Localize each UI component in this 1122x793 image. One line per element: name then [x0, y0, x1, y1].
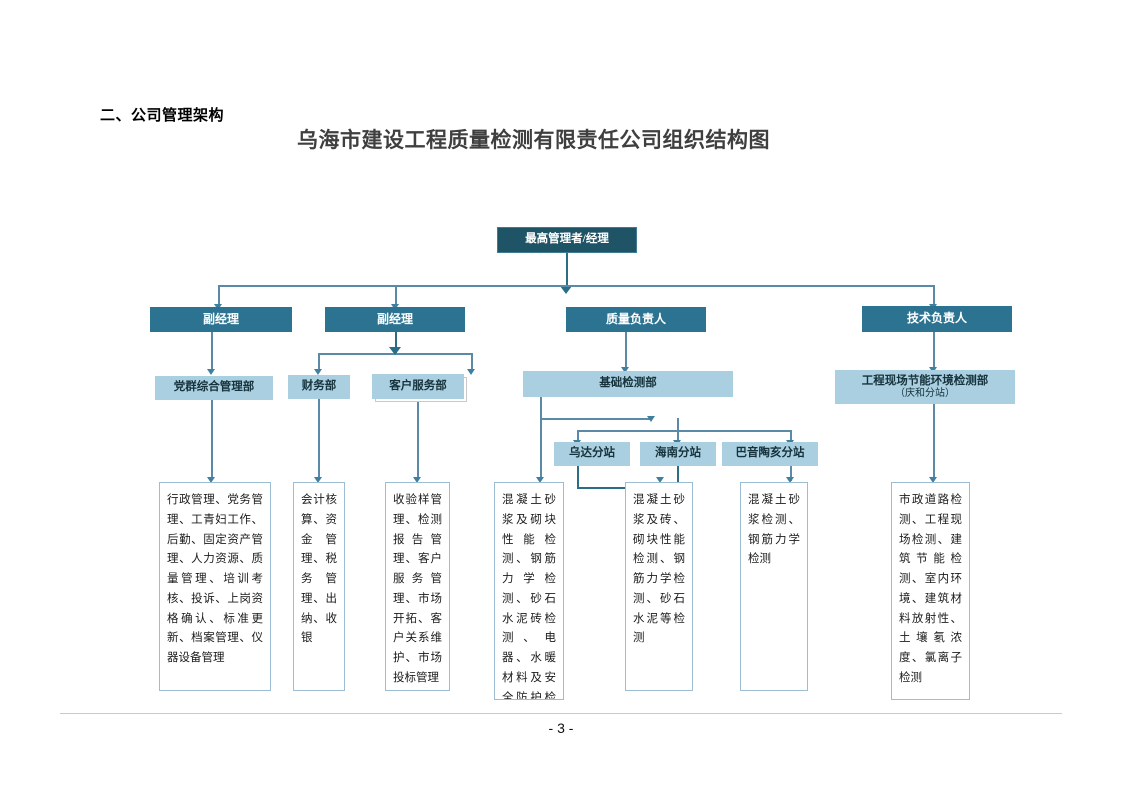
- arrow-basic-dept: [620, 367, 629, 373]
- arrow-customer-leaf: [412, 477, 421, 483]
- chart-title: 乌海市建设工程质量检测有限责任公司组织结构图: [297, 128, 770, 152]
- connector-finance-to-leaf: [318, 398, 320, 480]
- org-box-deputy-manager-2[interactable]: 副经理: [325, 307, 465, 332]
- connector-quality-to-basic: [625, 332, 627, 370]
- connector-drop-tech: [933, 285, 935, 305]
- connector-wuda-stem: [577, 466, 579, 488]
- org-box-technical-officer[interactable]: 技术负责人: [862, 306, 1012, 332]
- detail-box-field-energy-env-text: 市政道路检测、工程现场检测、建筑节能检测、室内环境、建筑材料放射性、土壤氡浓度、…: [899, 494, 962, 684]
- detail-box-finance: 会计核算、资金管理、税务管理、出纳、收银: [293, 482, 345, 691]
- connector-customer-to-leaf: [417, 398, 419, 480]
- arrow-deputy2-down: [389, 347, 401, 355]
- org-box-deputy-manager-1-label: 副经理: [202, 311, 239, 326]
- arrow-finance-dept: [313, 369, 322, 375]
- org-box-top-manager[interactable]: 最高管理者/经理: [497, 227, 637, 253]
- connector-deputy2-stem: [395, 332, 397, 354]
- org-box-substation-wuda[interactable]: 乌达分站: [554, 442, 630, 466]
- arrow-basic-bus: [647, 416, 655, 422]
- org-box-deputy-manager-2-label: 副经理: [376, 311, 413, 326]
- arrow-field-leaf: [928, 477, 937, 483]
- org-box-field-energy-env-dept-sublabel: （庆和分站）: [895, 387, 955, 399]
- connector-basic-to-leaf: [540, 418, 542, 480]
- arrow-party-leaf: [206, 477, 215, 483]
- page-number: - 3 -: [548, 720, 574, 736]
- detail-box-basic-testing-text: 混凝土砂浆及砌块性能检测、钢筋力学检测、砂石水泥砖检测、电器、水暖材料及安全防护…: [502, 494, 556, 700]
- org-box-finance-dept-label: 财务部: [301, 380, 337, 393]
- connector-basic-bus-upper: [540, 418, 652, 420]
- org-box-deputy-manager-1[interactable]: 副经理: [150, 307, 292, 332]
- org-box-customer-service-dept-label: 客户服务部: [389, 379, 447, 392]
- arrow-l1-to-quality: [560, 286, 572, 294]
- arrow-finance-leaf: [313, 477, 322, 483]
- org-box-customer-service-dept[interactable]: 客户服务部: [372, 374, 464, 399]
- connector-hainan-stem: [677, 466, 679, 488]
- connector-substation-bus: [577, 430, 791, 432]
- org-box-quality-officer-label: 质量负责人: [605, 311, 666, 326]
- detail-box-substation-merged-text: 混凝土砂浆及砖、砌块性能检测、钢筋力学检测、砂石水泥等检测: [633, 494, 685, 645]
- connector-bayintaohai-to-leaf: [790, 466, 792, 481]
- org-box-substation-hainan-label: 海南分站: [655, 447, 701, 460]
- connector-party-to-leaf: [211, 400, 213, 480]
- connector-tech-to-field: [933, 332, 935, 370]
- connector-drop-deputy2: [395, 285, 397, 305]
- detail-box-party-admin: 行政管理、党务管理、工青妇工作、后勤、固定资产管理、人力资源、质量管理、培训考核…: [159, 482, 271, 691]
- connector-level2-bus: [218, 285, 933, 287]
- org-box-substation-bayintaohai[interactable]: 巴音陶亥分站: [722, 442, 818, 466]
- org-box-substation-bayintaohai-label: 巴音陶亥分站: [735, 447, 805, 460]
- connector-field-to-leaf: [933, 404, 935, 480]
- arrow-party-dept: [206, 369, 215, 375]
- connector-drop-bayintaohai: [790, 430, 792, 442]
- connector-drop-deputy1: [218, 285, 220, 305]
- org-box-basic-testing-dept-label: 基础检测部: [599, 377, 657, 390]
- org-box-technical-officer-label: 技术负责人: [906, 311, 967, 326]
- org-box-substation-wuda-label: 乌达分站: [569, 447, 615, 460]
- arrow-customer-dept: [466, 369, 475, 375]
- arrow-merge-down: [655, 477, 664, 483]
- org-box-basic-testing-dept[interactable]: 基础检测部: [523, 371, 733, 397]
- section-heading: 二、公司管理架构: [100, 106, 225, 124]
- detail-box-bayintaohai-text: 混凝土砂浆检测、钢筋力学检测: [748, 494, 800, 566]
- arrow-basic-leaf: [535, 477, 544, 483]
- connector-drop-hainan: [677, 418, 679, 442]
- arrow-bayintaohai-leaf: [785, 477, 794, 483]
- org-box-field-energy-env-dept-label: 工程现场节能环境检测部: [861, 374, 989, 387]
- connector-drop-finance: [318, 353, 320, 371]
- org-box-quality-officer[interactable]: 质量负责人: [566, 307, 706, 332]
- connector-l1-stem: [566, 253, 568, 286]
- org-box-party-admin-dept[interactable]: 党群综合管理部: [155, 376, 273, 400]
- org-box-party-admin-dept-label: 党群综合管理部: [173, 381, 255, 394]
- org-box-finance-dept[interactable]: 财务部: [288, 375, 350, 399]
- org-box-top-manager-label: 最高管理者/经理: [525, 233, 609, 246]
- detail-box-basic-testing: 混凝土砂浆及砌块性能检测、钢筋力学检测、砂石水泥砖检测、电器、水暖材料及安全防护…: [494, 482, 564, 700]
- connector-drop-customer: [471, 353, 473, 371]
- org-box-substation-hainan[interactable]: 海南分站: [640, 442, 716, 466]
- detail-box-finance-text: 会计核算、资金管理、税务管理、出纳、收银: [301, 494, 337, 645]
- footer-divider: [60, 713, 1062, 714]
- detail-box-customer-service-text: 收验样管理、检测报告管理、客户服务管理、市场开拓、客户关系维护、市场投标管理: [393, 494, 442, 684]
- detail-box-party-admin-text: 行政管理、党务管理、工青妇工作、后勤、固定资产管理、人力资源、质量管理、培训考核…: [167, 494, 263, 665]
- detail-box-substation-merged: 混凝土砂浆及砖、砌块性能检测、钢筋力学检测、砂石水泥等检测: [625, 482, 693, 691]
- detail-box-bayintaohai: 混凝土砂浆检测、钢筋力学检测: [740, 482, 808, 691]
- connector-drop-wuda: [577, 430, 579, 442]
- org-box-field-energy-env-dept[interactable]: 工程现场节能环境检测部 （庆和分站）: [835, 370, 1015, 404]
- connector-basic-left-stem: [540, 397, 542, 419]
- detail-box-field-energy-env: 市政道路检测、工程现场检测、建筑节能检测、室内环境、建筑材料放射性、土壤氡浓度、…: [891, 482, 970, 700]
- connector-deputy1-to-party: [211, 332, 213, 372]
- detail-box-customer-service: 收验样管理、检测报告管理、客户服务管理、市场开拓、客户关系维护、市场投标管理: [385, 482, 450, 691]
